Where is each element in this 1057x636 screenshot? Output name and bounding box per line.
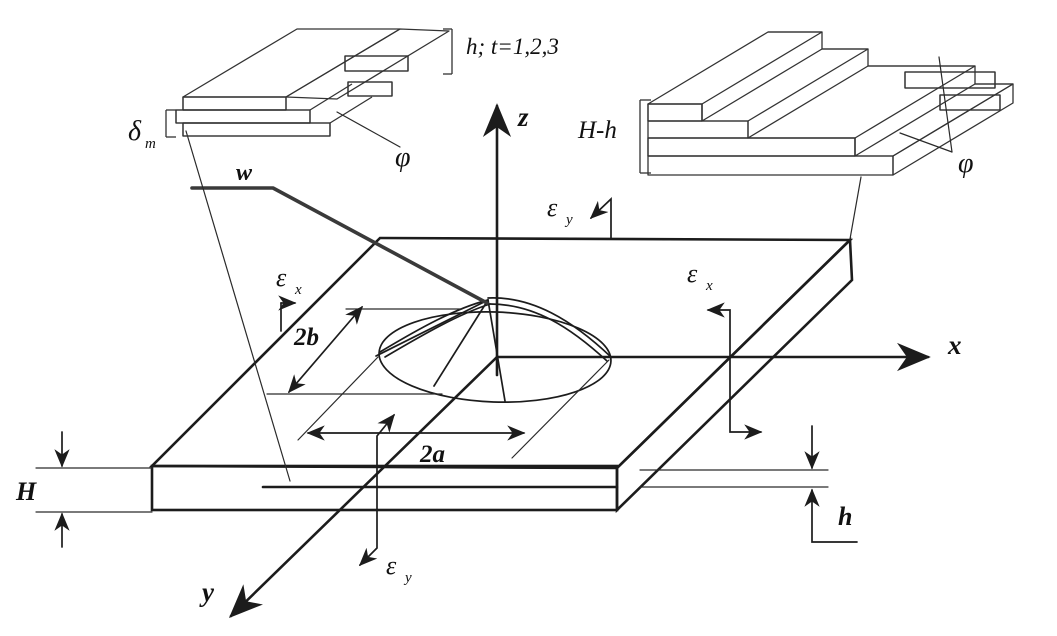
right-inset-phi-leader-2 [899, 132, 953, 153]
w-leader-line [190, 186, 489, 305]
strain-ey-bottom-epsilon: ε [386, 551, 397, 580]
deflection-w: w [190, 160, 489, 305]
step-patch [904, 71, 996, 89]
right-inset-leader [849, 176, 862, 240]
ply-row-dots [647, 103, 703, 122]
step-patch-dots [904, 71, 996, 89]
dome-right-profile [487, 297, 612, 358]
ply-connector [329, 96, 373, 124]
left-inset-ply-rows [175, 83, 373, 137]
strain-ex-right-sub: x [705, 278, 713, 294]
dim-h-arrow-bottom [804, 488, 858, 543]
delamination-ellipse [378, 310, 612, 404]
right-inset-thickness-label: H-h [577, 117, 617, 144]
y-axis-label: y [199, 577, 215, 607]
x-axis-label: x [947, 330, 962, 360]
right-inset-ply-rows [647, 83, 1014, 176]
ply-row-dots [182, 122, 331, 137]
step-patch [344, 55, 409, 72]
left-inset-side-face [285, 28, 450, 100]
right-side-face [892, 83, 1014, 176]
strain-ex-left-sub: x [294, 282, 302, 298]
strain-symbol-ex-left: ε x [276, 263, 302, 332]
strain-ey-top-epsilon: ε [547, 193, 558, 222]
step-patch-dots [347, 81, 393, 97]
left-inset-delta-bracket [165, 109, 176, 138]
left-inset-h-bracket [443, 28, 453, 75]
ply-row-dots [647, 137, 856, 157]
ply-row-dots [175, 109, 311, 124]
dim-H: H [15, 431, 153, 548]
plate-right-face [615, 237, 854, 514]
dome-meridian-3 [487, 299, 506, 402]
ply-row [182, 122, 331, 137]
dome-left-profile-inner [384, 303, 491, 358]
top-face-hatched [647, 31, 823, 105]
dome-meridian-1 [375, 299, 489, 357]
right-inset: H-h φ [577, 31, 1014, 179]
strain-ey-bottom-step [358, 413, 395, 567]
left-inset-steps [344, 55, 409, 97]
dim-2a-ext-left [297, 356, 379, 441]
dim-2b: 2b [266, 305, 463, 395]
dome-right-profile-inner [489, 303, 608, 362]
axes: z x y [199, 102, 962, 618]
strain-ey-bottom-sub: y [403, 570, 412, 586]
dim-2b-line [288, 305, 363, 394]
strain-ex-right-epsilon: ε [687, 259, 698, 288]
ply-row-dots [182, 96, 287, 111]
w-label: w [236, 160, 253, 186]
z-axis-label: z [517, 102, 529, 132]
dim-h: h [639, 425, 858, 543]
dim-h-label: h [838, 502, 852, 531]
ply-row [175, 109, 311, 124]
right-inset-phi-label: φ [958, 148, 974, 179]
left-inset-thickness-label: h; t=1,2,3 [466, 34, 559, 59]
delamination-blister [375, 297, 612, 404]
top-face-hatched [701, 48, 869, 122]
ply-row [647, 155, 894, 176]
strain-ex-right-step [706, 302, 763, 440]
step-patch-dots [939, 94, 1001, 111]
right-inset-phi-leader-1 [938, 56, 953, 153]
left-inset: h; t=1,2,3 δ m φ [128, 28, 559, 173]
strain-symbol-ey-bottom: ε y [358, 413, 412, 586]
dim-2a-label: 2a [419, 441, 445, 468]
strain-ey-top-step [589, 197, 612, 239]
left-inset-leader [185, 130, 291, 482]
dome-meridian-2 [433, 299, 489, 387]
staircase-back-edge [768, 31, 1013, 85]
step-patch-dots [344, 55, 409, 72]
ply-row [647, 103, 703, 122]
dim-2a: 2a [297, 356, 610, 468]
dim-H-label: H [15, 477, 37, 506]
ply-row [182, 96, 287, 111]
left-inset-top-face [182, 28, 401, 98]
ply-row [647, 137, 856, 157]
left-inset-phi-leader [336, 111, 401, 148]
dim-2a-ext-right [511, 359, 610, 459]
ply-connector [309, 83, 353, 111]
dim-2b-label: 2b [293, 324, 319, 351]
strain-ex-left-epsilon: ε [276, 263, 287, 292]
left-inset-delta-label: δ [128, 116, 142, 147]
plate [148, 236, 854, 514]
strain-ey-top-sub: y [564, 212, 573, 228]
right-inset-step-patches [904, 71, 1001, 111]
ply-row [647, 120, 749, 139]
strain-symbol-ey-top: ε y [547, 193, 612, 239]
right-inset-Hh-bracket [639, 99, 651, 174]
left-inset-phi-label: φ [395, 142, 411, 173]
strain-symbol-ex-right: ε x [687, 259, 763, 440]
dome-left-profile [379, 299, 489, 353]
left-inset-delta-sub: m [145, 136, 156, 152]
